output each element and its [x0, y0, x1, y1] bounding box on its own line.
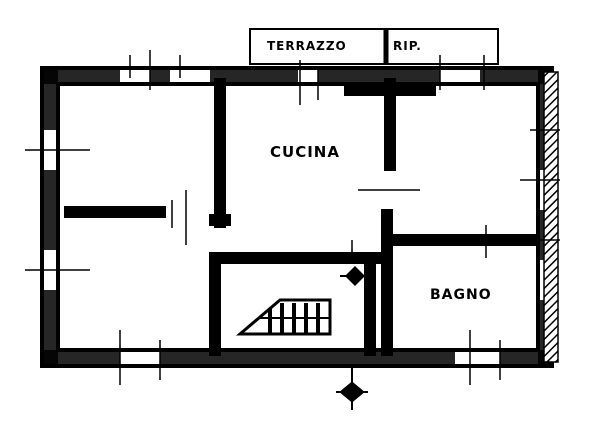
room-label-rip: RIP.: [393, 39, 422, 53]
room-label-terrazzo: TERRAZZO: [267, 39, 347, 53]
entrance-arrow-icon: [336, 366, 368, 410]
landing-arrow-icon: [340, 266, 370, 286]
dimension-ticks: [25, 50, 560, 385]
wall-openings: [44, 70, 550, 364]
interior-walls: [64, 78, 536, 356]
hatched-wall-icon: [543, 71, 559, 363]
room-label-cucina: CUCINA: [270, 143, 340, 161]
stair-treads-icon: [235, 298, 332, 336]
terrace-outline: [249, 28, 499, 65]
room-label-bagno: BAGNO: [430, 287, 492, 303]
